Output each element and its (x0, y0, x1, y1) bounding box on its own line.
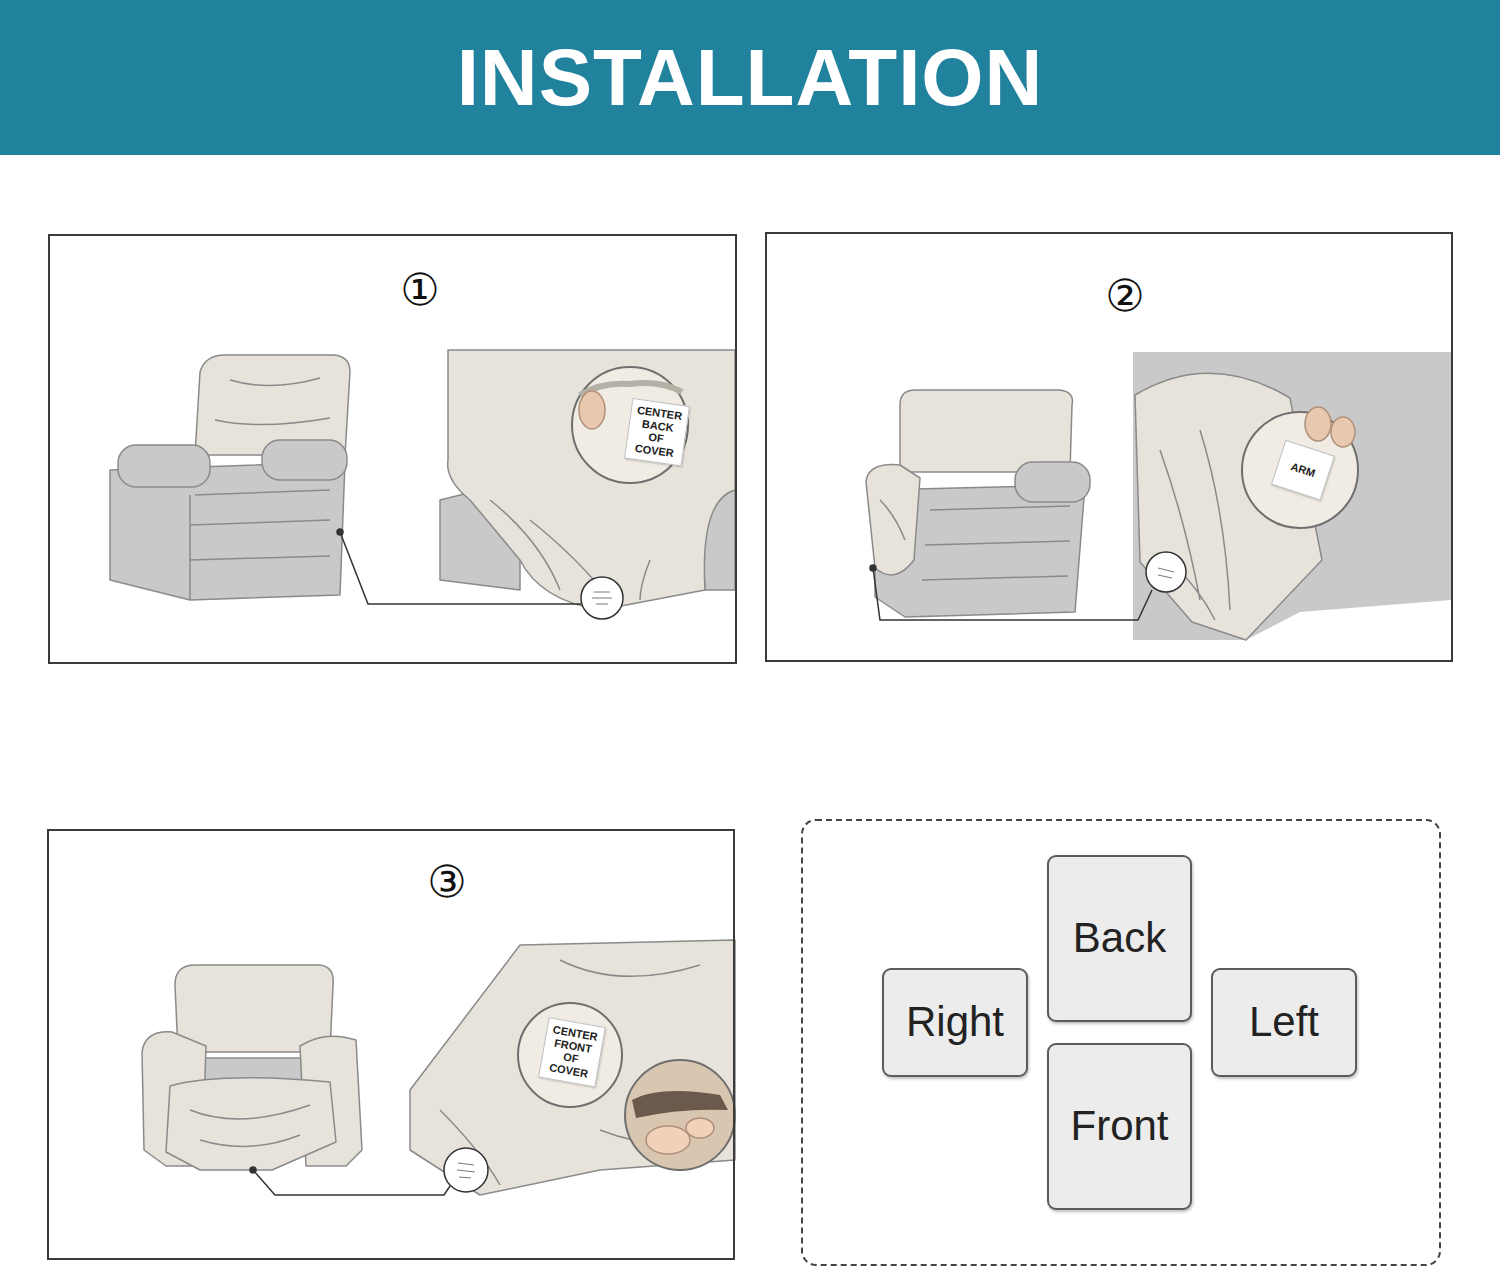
title-holder: INSTALLATION (0, 0, 1500, 155)
fabric-fold (190, 1105, 310, 1146)
cover-fabric (448, 350, 735, 610)
direction-box: Front (1047, 1043, 1192, 1210)
step-one-illustration (110, 350, 735, 619)
direction-label: Back (1073, 915, 1166, 961)
page-title: INSTALLATION (457, 38, 1044, 118)
care-label-tag: CENTER FRONT OF COVER (538, 1017, 606, 1087)
leader-line (873, 568, 1152, 620)
leader-dot (870, 565, 876, 571)
dashed-orientation-frame (802, 820, 1440, 1265)
direction-label: Right (906, 999, 1004, 1045)
arm-cover (866, 465, 920, 575)
leader-line (253, 1170, 450, 1195)
tiny-label-mark (457, 1163, 475, 1178)
finger (1305, 407, 1331, 441)
tiny-label-mark (1158, 568, 1174, 578)
fabric-fold (880, 500, 905, 540)
step-three-illustration (142, 940, 735, 1195)
magnifier-circle (625, 1060, 735, 1170)
chair-seam (190, 490, 330, 600)
step-panel: ② ARM (765, 232, 1453, 662)
direction-box: Back (1047, 855, 1192, 1022)
strap (632, 1091, 728, 1118)
fabric-fold (215, 378, 330, 425)
direction-box: Right (882, 968, 1028, 1077)
detail-circle (444, 1148, 488, 1192)
tag-text: CENTER BACK OF COVER (629, 403, 686, 460)
leader-dot (250, 1167, 256, 1173)
chair-back-cover (900, 390, 1073, 472)
step-panel: ① CENTER BACK OF COVER (48, 234, 737, 664)
tiny-label-mark (592, 592, 612, 604)
chair-arm (118, 445, 210, 487)
leader-line (870, 565, 1152, 620)
title-band (0, 0, 1500, 155)
tag-text: CENTER FRONT OF COVER (543, 1023, 601, 1081)
direction-box: Left (1211, 968, 1357, 1077)
chair-seam (922, 506, 1070, 580)
step-two-illustration (866, 352, 1451, 640)
chair-arm (262, 440, 347, 480)
tag-text: ARM (1282, 458, 1324, 482)
direction-label: Left (1249, 999, 1319, 1045)
hand (646, 1126, 690, 1154)
leader-line (337, 529, 581, 604)
magnifier-circle (518, 1003, 622, 1107)
care-label-tag: CENTER BACK OF COVER (624, 398, 690, 466)
leader-dot (337, 529, 343, 535)
finger (1331, 417, 1355, 447)
hand (686, 1118, 714, 1138)
direction-label: Front (1070, 1103, 1168, 1149)
step-number: ① (400, 268, 439, 312)
detail-circle (581, 577, 623, 619)
magnifier-circle (1242, 412, 1358, 528)
step-number: ③ (427, 860, 466, 904)
step-panel: ③ CENTER FRONT OF COVER (47, 829, 735, 1260)
seat-cover (166, 1078, 336, 1170)
care-label-tag: ARM (1271, 440, 1335, 500)
thumb (579, 391, 605, 429)
chair-arm (1015, 462, 1090, 502)
chair-body (1133, 352, 1451, 640)
fabric-fold (490, 500, 650, 600)
leader-line (340, 532, 581, 604)
cover-fabric (410, 940, 735, 1195)
chair-back-cover (175, 965, 333, 1052)
leader-line (250, 1167, 450, 1195)
detail-circle (1146, 552, 1186, 592)
step-number: ② (1105, 274, 1144, 318)
